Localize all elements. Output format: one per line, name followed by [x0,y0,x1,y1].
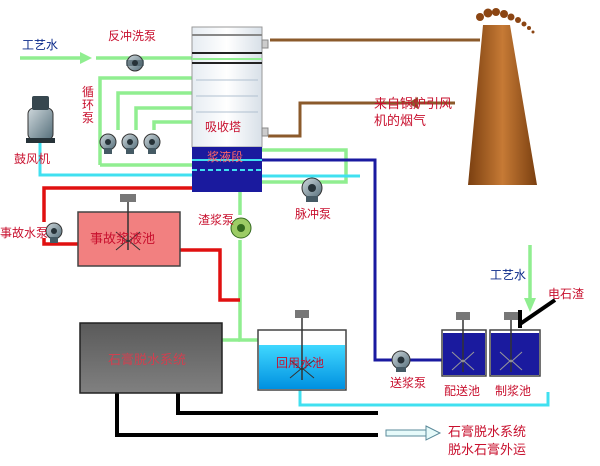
return-water-tank [257,310,347,391]
slurry-feed-pump [391,350,411,372]
output-line1-label: 石膏脱水系统 [448,425,527,440]
slurry-section-label: 浆液段 [207,150,244,164]
output-arrow [385,425,442,441]
flue-gas-arrow [408,97,438,109]
pulse-pump [301,177,323,202]
slurry-prep-tank-label: 制浆池 [495,384,532,398]
accident-pump [45,222,63,243]
absorber-tower [191,26,269,192]
blower-label: 鼓风机 [14,152,51,166]
circulation-pump-1 [99,133,117,154]
pulse-pump-label: 脉冲泵 [295,207,332,221]
slurry-feed-pump-label: 送浆泵 [390,376,427,390]
slurry-delivery-tank [441,312,487,377]
accident-slurry-tank-label: 事故浆液池 [90,232,156,247]
backwash-pump-label: 反冲洗泵 [108,29,157,43]
process-water-arrow-right [524,298,536,312]
process-water-arrow-left [80,52,92,64]
circulation-pump-2 [121,133,139,154]
gypsum-dewatering-box [79,322,223,394]
flue-gas-pipes [268,38,480,138]
chimney [468,8,537,185]
blower [26,96,55,143]
navy-pipes [262,158,442,362]
return-water-tank-label: 回用水池 [276,356,325,370]
circulation-pump-3 [143,133,161,154]
circulation-pump-label: 循环泵 [82,85,95,125]
flue-gas-label: 来自锅炉引风机的烟气 [374,97,453,129]
slurry-delivery-tank-label: 配送池 [444,384,481,398]
accident-slurry-tank [77,194,181,267]
accident-pump-label: 事故水泵 [0,226,49,240]
process-water-right-label: 工艺水 [490,268,527,282]
cyan-pipes [38,140,550,407]
absorber-tower-label: 吸收塔 [205,120,242,134]
calcium-carbide-chute [518,298,557,326]
slurry-pump [230,217,252,239]
process-water-left-label: 工艺水 [22,38,59,52]
smoke-puffs [476,8,535,34]
output-line2-label: 脱水石膏外运 [448,443,527,458]
red-pipes [42,186,240,302]
slurry-pump-label: 渣浆泵 [198,213,235,227]
black-pipes [115,310,522,437]
calcium-carbide-slag-label: 电石渣 [548,287,585,301]
backwash-pump [126,54,144,72]
green-pipes [20,56,532,342]
slurry-prep-tank [489,312,541,377]
gypsum-dewatering-system-label: 石膏脱水系统 [108,353,187,368]
